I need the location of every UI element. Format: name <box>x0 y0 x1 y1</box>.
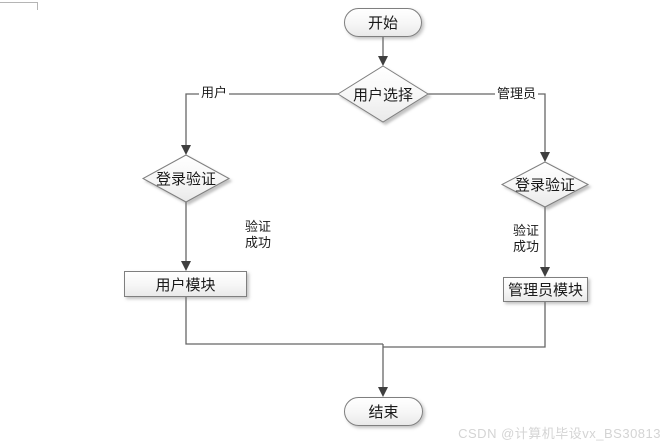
start-node: 开始 <box>344 8 422 37</box>
user-success-line2: 成功 <box>244 235 271 250</box>
admin-verify-diamond <box>500 161 590 208</box>
decision-diamond <box>337 65 429 123</box>
user-module-node: 用户模块 <box>124 271 247 297</box>
admin-module-label: 管理员模块 <box>507 282 583 299</box>
decision-node-label: 用户选择 <box>352 86 413 104</box>
arrowhead-into-admin-verify <box>540 152 550 162</box>
user-success-edge-label: 验证 成功 <box>239 219 277 251</box>
user-branch-edge-label: 用户 <box>199 85 230 101</box>
admin-success-edge-label: 验证 成功 <box>507 223 545 255</box>
user-success-line1: 验证 <box>244 219 271 234</box>
start-node-label: 开始 <box>367 15 398 32</box>
arrowhead-into-user-module <box>181 261 191 271</box>
connector-user-module-to-junction <box>185 297 383 345</box>
admin-module-node: 管理员模块 <box>503 277 588 302</box>
user-module-label: 用户模块 <box>155 276 216 294</box>
connector-decision-to-admin-verify <box>428 93 546 153</box>
arrowhead-into-decision <box>378 56 388 66</box>
admin-branch-edge-label: 管理员 <box>495 86 539 102</box>
user-verify-node-label: 登录验证 <box>155 170 216 188</box>
end-node: 结束 <box>344 397 423 426</box>
end-node-label: 结束 <box>368 404 399 421</box>
arrowhead-into-end <box>378 387 388 397</box>
clipped-shape-artifact <box>0 2 38 10</box>
connector-decision-to-user-verify <box>185 93 338 146</box>
user-verify-diamond <box>141 154 231 203</box>
admin-success-line1: 验证 <box>512 223 539 238</box>
connector-admin-module-to-junction <box>383 302 546 348</box>
arrowhead-into-admin-module <box>540 267 550 277</box>
admin-verify-node-label: 登录验证 <box>514 176 575 194</box>
arrowhead-into-user-verify <box>181 145 191 155</box>
watermark-text: CSDN @计算机毕设vx_BS30813 <box>458 426 661 441</box>
admin-success-line2: 成功 <box>512 239 539 254</box>
